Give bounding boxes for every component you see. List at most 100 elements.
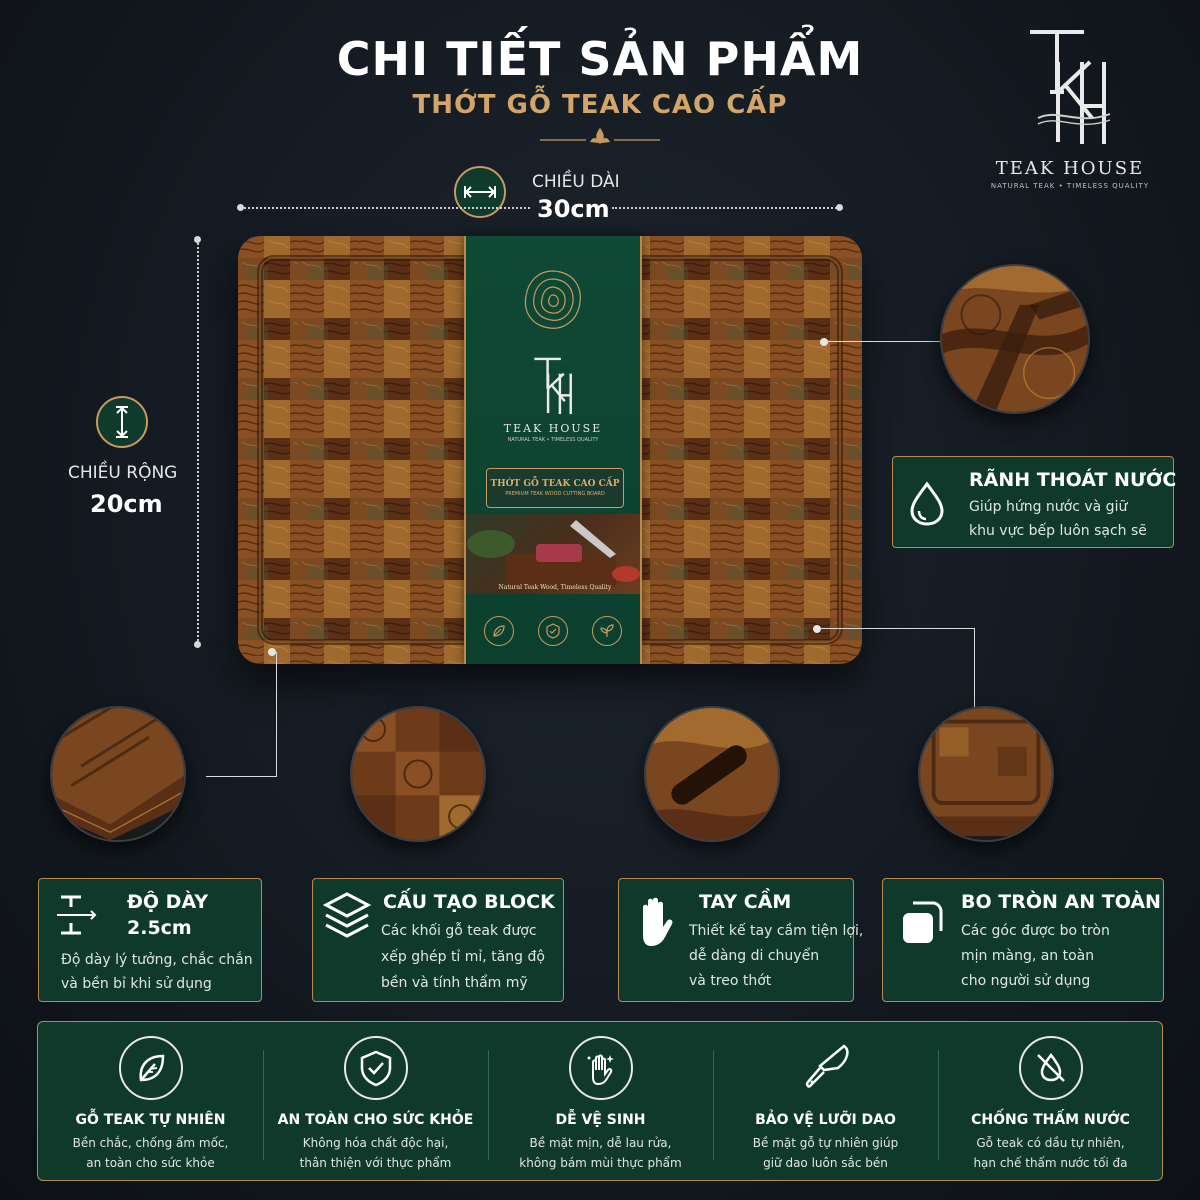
feature-block-line2: xếp ghép tỉ mỉ, tăng độ: [381, 949, 545, 965]
width-label: CHIỀU RỘNG: [68, 463, 178, 483]
logo-brand-name: TEAK HOUSE: [995, 158, 1145, 179]
wood-rings-icon: [524, 270, 581, 329]
benefit-waterproof-line1: Gỗ teak có dầu tự nhiên,: [976, 1136, 1125, 1150]
feature-card-rounded: BO TRÒN AN TOÀN Các góc được bo tròn mịn…: [882, 878, 1164, 1002]
benefit-easy-clean-line2: không bám mùi thực phẩm: [519, 1156, 682, 1170]
leaf-icon: [119, 1036, 183, 1100]
length-line: [240, 207, 530, 209]
benefit-natural-teak-title: GỖ TEAK TỰ NHIÊN: [75, 1112, 226, 1128]
length-end-dot: [836, 204, 843, 211]
feature-card-handle: TAY CẦM Thiết kế tay cầm tiện lợi, dễ dà…: [618, 878, 863, 1002]
sleeve-food-photo: [466, 514, 640, 594]
feature-drain-line2: khu vực bếp luôn sạch sẽ: [969, 523, 1147, 539]
clean-hand-icon: [569, 1036, 633, 1100]
feature-rounded-line1: Các góc được bo tròn: [961, 923, 1110, 939]
width-icon: [96, 396, 148, 448]
feature-handle-line3: và treo thớt: [689, 973, 772, 989]
product-sleeve: TEAK HOUSE NATURAL TEAK • TIMELESS QUALI…: [464, 236, 642, 664]
benefit-natural-teak-line2: an toàn cho sức khỏe: [86, 1156, 215, 1170]
benefit-easy-clean: DỄ VỆ SINH Bề mặt mịn, dễ lau rửa, không…: [488, 1022, 713, 1182]
handle-detail-image: [644, 706, 780, 842]
sleeve-banner: THỚT GỖ TEAK CAO CẤP PREMIUM TEAK WOOD C…: [486, 468, 624, 508]
page-subtitle: THỚT GỖ TEAK CAO CẤP: [412, 90, 788, 120]
sleeve-logo-icon: [534, 357, 572, 415]
length-label: CHIỀU DÀI: [532, 172, 620, 192]
sleeve-photo-caption: Natural Teak Wood, Timeless Quality: [498, 584, 612, 591]
benefit-knife-protect-title: BẢO VỆ LƯỠI DAO: [755, 1112, 896, 1128]
knife-icon: [794, 1036, 858, 1100]
length-value: 30cm: [537, 195, 610, 223]
feature-block-line1: Các khối gỗ teak được: [381, 923, 537, 939]
width-start-dot: [194, 236, 201, 243]
benefit-natural-teak-line1: Bền chắc, chống ẩm mốc,: [72, 1136, 229, 1150]
band-divider: [488, 1050, 489, 1160]
thickness-detail-image: [50, 706, 186, 842]
corner-connector-down: [974, 628, 975, 712]
groove-detail-image: [940, 264, 1090, 414]
layers-icon: [322, 892, 372, 938]
feature-handle-line2: dễ dàng di chuyển: [689, 948, 820, 964]
corner-connector: [821, 628, 974, 629]
groove-connector: [828, 341, 940, 342]
benefit-easy-clean-title: DỄ VỆ SINH: [555, 1112, 646, 1128]
feature-thickness-title: ĐỘ DÀY: [127, 891, 209, 913]
benefit-health-safe-line1: Không hóa chất độc hại,: [302, 1136, 449, 1150]
feature-card-block: CẤU TẠO BLOCK Các khối gỗ teak được xếp …: [312, 878, 564, 1002]
sleeve-brand: TEAK HOUSE: [503, 422, 603, 435]
feature-thickness-line2: và bền bỉ khi sử dụng: [61, 976, 212, 992]
feature-thickness-line1: Độ dày lý tưởng, chắc chắn: [61, 952, 253, 968]
benefit-health-safe-line2: thân thiện với thực phẩm: [299, 1156, 452, 1170]
logo-tagline: NATURAL TEAK • TIMELESS QUALITY: [990, 182, 1150, 190]
shield-check-icon: [344, 1036, 408, 1100]
thickness-icon: [57, 895, 97, 935]
band-divider: [263, 1050, 264, 1160]
rounded-corner-icon: [903, 901, 943, 943]
benefit-waterproof-line2: hạn chế thấm nước tối đa: [973, 1156, 1128, 1170]
benefit-knife-protect: BẢO VỆ LƯỠI DAO Bề mặt gỗ tự nhiên giúp …: [713, 1022, 938, 1182]
length-icon: [454, 166, 506, 218]
feature-rounded-line3: cho người sử dụng: [961, 973, 1091, 989]
thickness-connector: [276, 652, 277, 776]
groove-pointer-dot: [820, 338, 828, 346]
feature-drain-title: RÃNH THOÁT NƯỚC: [969, 469, 1177, 491]
sleeve-banner-sub: PREMIUM TEAK WOOD CUTTING BOARD: [505, 491, 605, 497]
feature-rounded-line2: mịn màng, an toàn: [961, 948, 1095, 964]
drop-icon: [910, 481, 944, 526]
feature-handle-title: TAY CẦM: [699, 891, 792, 913]
thickness-pointer-dot: [268, 648, 276, 656]
benefit-natural-teak: GỖ TEAK TỰ NHIÊN Bền chắc, chống ẩm mốc,…: [38, 1022, 263, 1182]
width-value: 20cm: [90, 490, 163, 518]
benefit-health-safe-title: AN TOÀN CHO SỨC KHỎE: [277, 1112, 474, 1128]
band-divider: [713, 1050, 714, 1160]
ornament-divider: [540, 128, 660, 144]
block-detail-image: [350, 706, 486, 842]
width-line: [197, 240, 199, 645]
benefit-waterproof: CHỐNG THẤM NƯỚC Gỗ teak có dầu tự nhiên,…: [938, 1022, 1163, 1182]
feature-card-thickness: ĐỘ DÀY 2.5cm Độ dày lý tưởng, chắc chắn …: [38, 878, 262, 1002]
length-start-dot: [237, 204, 244, 211]
feature-thickness-value: 2.5cm: [127, 917, 192, 939]
rounded-corner-detail-image: [918, 706, 1054, 842]
feature-rounded-title: BO TRÒN AN TOÀN: [961, 891, 1161, 913]
thickness-connector-h: [206, 776, 277, 777]
page-title: CHI TIẾT SẢN PHẨM: [336, 32, 864, 86]
feature-card-drain: RÃNH THOÁT NƯỚC Giúp hứng nước và giữ kh…: [892, 456, 1177, 548]
benefit-health-safe: AN TOÀN CHO SỨC KHỎE Không hóa chất độc …: [263, 1022, 488, 1182]
feature-handle-line1: Thiết kế tay cầm tiện lợi,: [689, 923, 864, 939]
benefit-waterproof-title: CHỐNG THẤM NƯỚC: [971, 1112, 1130, 1128]
sleeve-banner-title: THỚT GỖ TEAK CAO CẤP: [490, 479, 620, 489]
no-water-icon: [1019, 1036, 1083, 1100]
feature-block-title: CẤU TẠO BLOCK: [383, 891, 555, 913]
corner-pointer-dot: [813, 625, 821, 633]
sleeve-tagline: NATURAL TEAK • TIMELESS QUALITY: [507, 437, 599, 443]
sleeve-check-icon: [538, 616, 568, 646]
sleeve-seedling-icon: [592, 616, 622, 646]
benefit-knife-protect-line1: Bề mặt gỗ tự nhiên giúp: [752, 1136, 899, 1150]
hand-icon: [643, 897, 673, 946]
benefits-band: GỖ TEAK TỰ NHIÊN Bền chắc, chống ẩm mốc,…: [37, 1021, 1163, 1181]
benefit-knife-protect-line2: giữ dao luôn sắc bén: [763, 1156, 888, 1170]
width-end-dot: [194, 641, 201, 648]
teak-house-logo-icon: [1030, 30, 1111, 144]
length-line-right: [612, 207, 840, 209]
feature-drain-line1: Giúp hứng nước và giữ: [969, 499, 1128, 515]
